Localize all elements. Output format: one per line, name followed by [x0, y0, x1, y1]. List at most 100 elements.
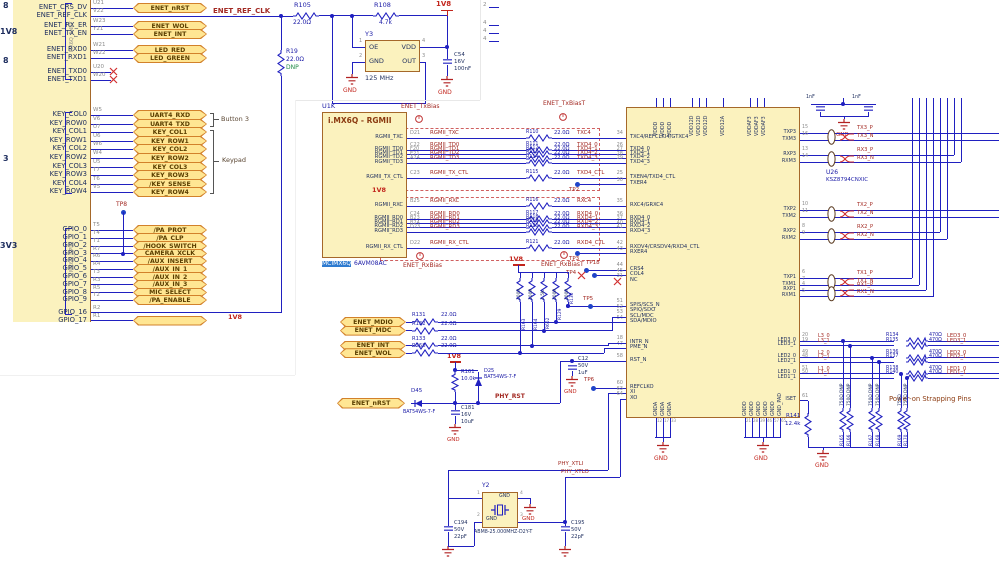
ic-ksz8794-body[interactable] — [626, 107, 800, 418]
resistor-R129[interactable] — [551, 278, 561, 302]
resistor-R111[interactable] — [526, 146, 552, 154]
port-key-col2[interactable]: KEY_COL2 — [133, 144, 207, 154]
wire — [210, 126, 214, 127]
resistor-R110[interactable] — [526, 134, 552, 142]
resistor-R108[interactable] — [373, 11, 399, 20]
resistor-R118[interactable] — [526, 219, 552, 228]
resistor-R112[interactable] — [526, 150, 552, 159]
port-enet-mdio[interactable]: ENET_MDIO — [340, 317, 406, 327]
port-key-col1[interactable]: KEY_COL1 — [133, 127, 207, 137]
crystal-y2-body[interactable] — [482, 492, 518, 528]
port--aux-in-3[interactable]: /AUX_IN_3 — [133, 280, 207, 290]
ferrite-oval-icon[interactable] — [826, 128, 836, 145]
resistor-R134[interactable] — [906, 336, 928, 346]
resistor-R140[interactable] — [906, 373, 928, 383]
port-[interactable] — [133, 316, 207, 326]
capacitor-C54[interactable] — [442, 58, 452, 64]
diode-D45[interactable] — [411, 399, 425, 408]
resistor-R135[interactable] — [906, 341, 928, 350]
capacitor-C194[interactable] — [443, 526, 453, 531]
port-enet-int[interactable]: ENET_INT — [340, 341, 406, 351]
capacitor-1nf[interactable] — [815, 106, 825, 111]
port-key-row3[interactable]: KEY_ROW3 — [133, 170, 207, 180]
oscillator-y3[interactable] — [365, 40, 420, 72]
diff-pair-icon — [839, 210, 854, 217]
port-camera-xclk[interactable]: CAMERA_XCLK — [133, 249, 207, 259]
port--aux-in-1[interactable]: /AUX_IN_1 — [133, 264, 207, 274]
port-mic-select[interactable]: MIC_SELECT — [133, 288, 207, 298]
port--hook-switch[interactable]: /HOOK_SWITCH — [133, 241, 207, 251]
resistor-R133[interactable] — [412, 341, 438, 350]
port-enet-wol[interactable]: ENET_WOL — [340, 348, 406, 358]
ic-gpio-bank-body[interactable] — [13, 0, 90, 322]
resistor-R268[interactable] — [412, 349, 438, 358]
port-enet-nrst[interactable]: ENET_nRST — [337, 398, 405, 409]
port-led-green[interactable]: LED_GREEN — [133, 53, 207, 63]
capacitor-C195[interactable] — [560, 526, 570, 531]
label: C181 — [461, 405, 475, 411]
port-shape-fill — [134, 54, 206, 62]
testpoint-tp5[interactable] — [587, 303, 593, 309]
diff-pair-directive-icon — [415, 115, 423, 123]
port-enet-nrst[interactable]: ENET_nRST — [133, 3, 207, 13]
resistor-R117[interactable] — [526, 215, 552, 223]
resistor-R169[interactable] — [896, 408, 906, 432]
port-key-row2[interactable]: KEY_ROW2 — [133, 153, 207, 163]
port--pa-clp[interactable]: /PA_CLP — [133, 233, 207, 243]
capacitor-1nf[interactable] — [863, 106, 873, 111]
capacitor-C181[interactable] — [450, 410, 460, 415]
testpoint-tp4[interactable] — [591, 273, 597, 279]
resistor-R132[interactable] — [412, 326, 438, 335]
port--key-sense[interactable]: /KEY_SENSE — [133, 179, 207, 189]
resistor-R137[interactable] — [906, 357, 928, 367]
testpoint-tp18[interactable] — [583, 267, 589, 273]
resistor-R166[interactable] — [845, 408, 855, 432]
resistor-R170[interactable] — [902, 408, 912, 432]
port--pa-enable[interactable]: /PA_ENABLE — [133, 295, 207, 305]
resistor-R161[interactable] — [450, 372, 460, 392]
resistor-R141[interactable] — [803, 413, 813, 437]
port--aux-insert[interactable]: /AUX_INSERT — [133, 256, 207, 266]
resistor-R114[interactable] — [526, 159, 552, 167]
port-key-row1[interactable]: KEY_ROW1 — [133, 136, 207, 146]
resistor-R121[interactable] — [526, 244, 552, 252]
resistor-R130[interactable] — [563, 278, 573, 302]
resistor-R120[interactable] — [526, 228, 552, 236]
port-uart4-rxd[interactable]: UART4_RXD — [133, 110, 207, 120]
ferrite-oval-icon[interactable] — [826, 227, 836, 244]
ic-imx6q-rgmii[interactable] — [322, 112, 407, 258]
resistor-R119[interactable] — [526, 223, 552, 232]
resistor-R652[interactable] — [539, 278, 549, 302]
testpoint-tp3[interactable] — [574, 251, 580, 257]
diode-D25[interactable] — [474, 372, 483, 392]
port-led-red[interactable]: LED_RED — [133, 45, 207, 55]
capacitor-C12[interactable] — [567, 365, 577, 370]
resistor-R115[interactable] — [526, 174, 552, 182]
resistor-R163[interactable] — [515, 278, 525, 302]
ferrite-oval-icon[interactable] — [826, 150, 836, 167]
port-enet-int[interactable]: ENET_INT — [133, 29, 207, 39]
resistor-R138[interactable] — [906, 369, 928, 378]
ferrite-oval-icon[interactable] — [826, 285, 836, 302]
port--pa-prot[interactable]: /PA_PROT — [133, 225, 207, 235]
port-key-col3[interactable]: KEY_COL3 — [133, 162, 207, 172]
resistor-value: 22.0Ω — [554, 145, 570, 152]
testpoint-tp2[interactable] — [574, 182, 580, 188]
resistor-R131[interactable] — [412, 318, 438, 326]
resistor-R168[interactable] — [874, 408, 884, 432]
resistor-R165[interactable] — [838, 408, 848, 432]
port--aux-in-2[interactable]: /AUX_IN_2 — [133, 272, 207, 282]
port-key-row4[interactable]: KEY_ROW4 — [133, 187, 207, 197]
resistor-R167[interactable] — [867, 408, 877, 432]
port-enet-mdc[interactable]: ENET_MDC — [340, 326, 406, 336]
resistor-R116[interactable] — [526, 202, 552, 210]
resistor-R105[interactable] — [293, 11, 319, 20]
testpoint-tp6[interactable] — [590, 385, 596, 391]
resistor-R19[interactable] — [276, 50, 285, 76]
port-enet-wol[interactable]: ENET_WOL — [133, 21, 207, 31]
resistor-R164[interactable] — [527, 278, 537, 302]
ferrite-oval-icon[interactable] — [826, 205, 836, 222]
resistor-R113[interactable] — [526, 154, 552, 163]
port-uart4-txd[interactable]: UART4_TXD — [133, 119, 207, 129]
resistor-R136[interactable] — [906, 353, 928, 362]
